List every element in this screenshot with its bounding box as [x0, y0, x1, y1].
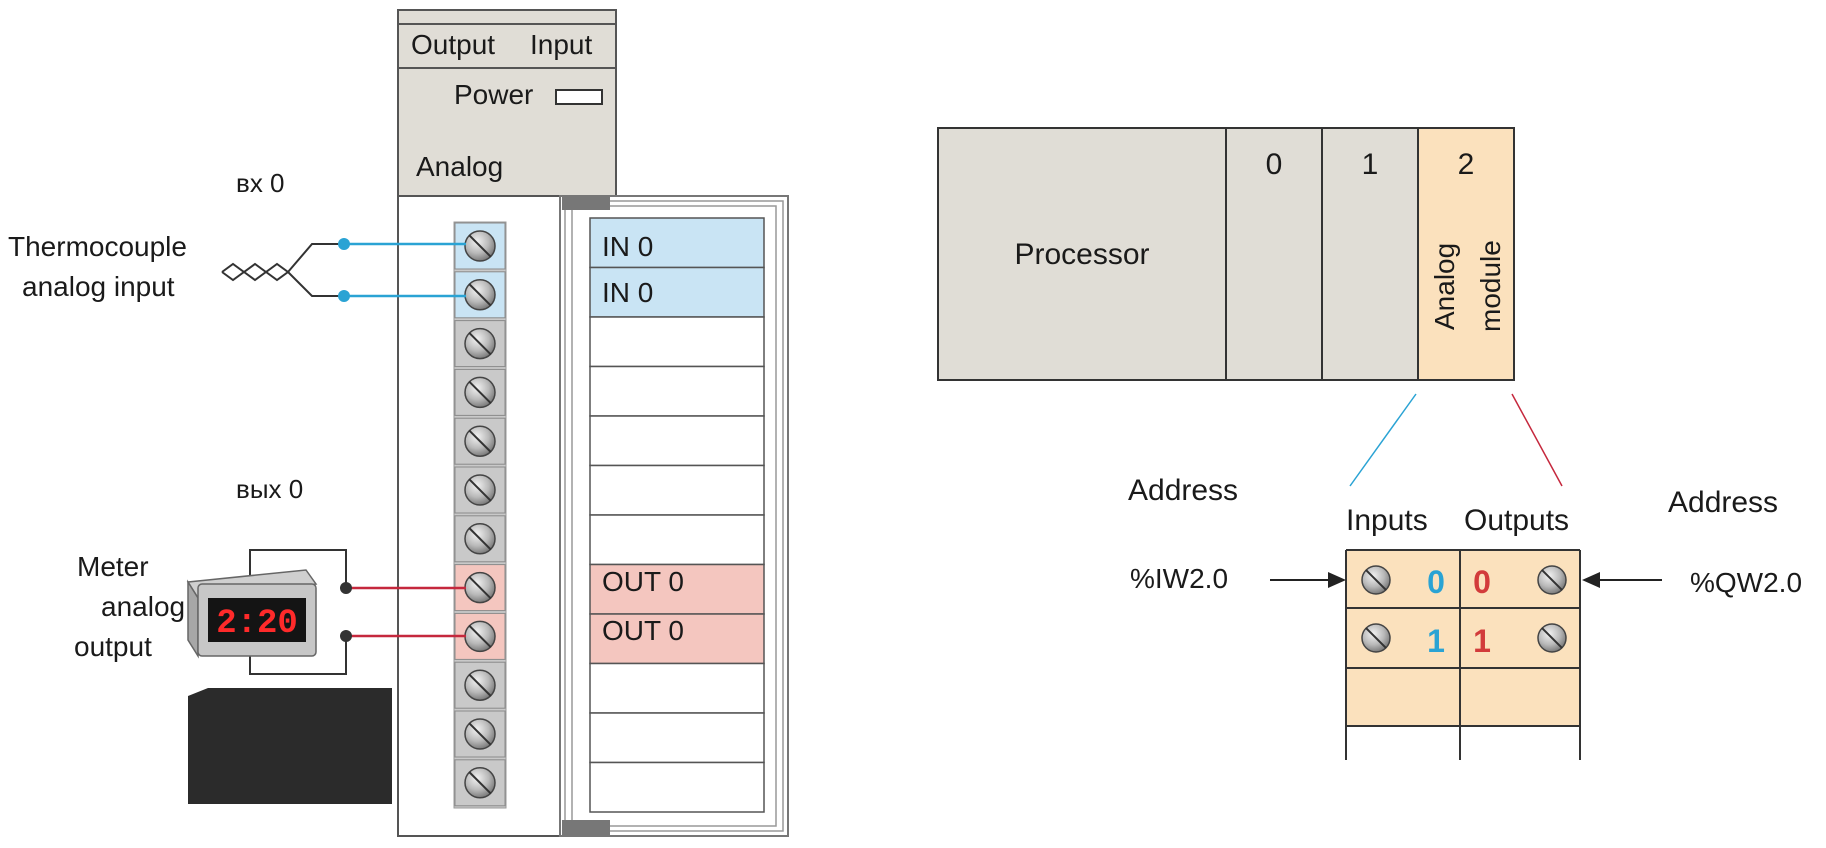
leader-outputs	[1511, 393, 1563, 487]
meter-label-line2: analog	[101, 591, 185, 622]
input-channel-label: вх 0	[236, 168, 285, 198]
processor-slot	[937, 127, 1227, 381]
slot-2-analog-module	[1417, 127, 1515, 381]
terminal-screw-6	[464, 523, 496, 555]
door-hinge-bottom	[562, 820, 610, 836]
terminal-screw-10	[464, 718, 496, 750]
terminal-screw-11	[464, 767, 496, 799]
label-in-0-a: IN 0	[602, 231, 653, 262]
table-output-screw-1	[1537, 623, 1567, 653]
slot-1	[1321, 127, 1419, 381]
label-out-0-a: OUT 0	[602, 566, 684, 597]
slot-2-number: 2	[1458, 148, 1475, 181]
plc-rack: Processor 0 1 2 Analog module	[937, 127, 1563, 487]
address-right-label: Address	[1668, 486, 1778, 519]
terminal-screw-5	[464, 474, 496, 506]
table-input-screw-1	[1361, 623, 1391, 653]
input-ch-1: 1	[1427, 623, 1445, 659]
label-slot-output-0	[589, 563, 765, 615]
label-slot-5	[589, 464, 765, 516]
terminal-screw-3	[464, 376, 496, 409]
output-ch-0: 0	[1473, 564, 1491, 600]
power-label: Power	[454, 79, 533, 110]
slot-0-number: 0	[1266, 148, 1283, 181]
analog-module-label-line2: module	[1475, 240, 1506, 332]
thermocouple-label-line1: Thermocouple	[8, 231, 187, 262]
label-slot-input-0	[589, 217, 765, 269]
thermocouple-label-line2: analog input	[22, 271, 175, 302]
label-in-0-b: IN 0	[602, 277, 653, 308]
input-wiring: вх 0 Thermocouple analog input	[8, 168, 466, 302]
address-left-label: Address	[1128, 474, 1238, 507]
label-slot-10	[589, 712, 765, 764]
terminal-strip	[453, 221, 507, 809]
inputs-header: Inputs	[1346, 504, 1428, 537]
input-terminal-screw-1	[464, 279, 496, 311]
label-slot-4	[589, 415, 765, 467]
label-slot-input-1	[589, 266, 765, 318]
input-address: %IW2.0	[1130, 563, 1228, 594]
input-ch-0: 0	[1427, 564, 1445, 600]
module-header-input: Input	[530, 29, 592, 60]
terminal-screw-4	[464, 425, 496, 457]
analog-module: Output Input Power Analog IN 0 IN 0 OUT …	[397, 9, 789, 837]
leader-inputs	[1349, 393, 1417, 487]
label-slot-6	[589, 514, 765, 566]
door-hinge-top	[562, 196, 610, 210]
slot-0	[1225, 127, 1323, 381]
module-name: Analog	[416, 151, 503, 182]
label-slot-3	[589, 365, 765, 417]
meter-display-value: 2:20	[216, 605, 298, 643]
output-wiring: вых 0 Meter analog output 2:20	[74, 474, 466, 804]
label-slot-output-1	[589, 613, 765, 665]
terminal-screw-2	[464, 327, 496, 360]
label-out-0-b: OUT 0	[602, 615, 684, 646]
outputs-header: Outputs	[1464, 504, 1569, 537]
label-slot-2	[589, 316, 765, 368]
output-ch-1: 1	[1473, 623, 1491, 659]
label-slot-11	[589, 761, 765, 813]
meter-device: 2:20	[186, 569, 318, 659]
slot-1-number: 1	[1362, 148, 1379, 181]
processor-label: Processor	[1014, 238, 1149, 271]
output-terminal-screw-1	[464, 620, 496, 653]
label-slot-9	[589, 662, 765, 714]
table-input-screw-0	[1361, 565, 1391, 595]
module-header-output: Output	[411, 29, 495, 60]
output-channel-label: вых 0	[236, 474, 303, 504]
terminal-screw-9	[464, 669, 496, 701]
analog-module-label-line1: Analog	[1429, 243, 1460, 330]
meter-base	[188, 688, 392, 804]
address-table: Address Address Inputs Outputs 0 1 0 1 %…	[1128, 474, 1802, 760]
output-address: %QW2.0	[1690, 567, 1802, 598]
power-led	[555, 89, 603, 105]
input-terminal-screw-0	[464, 230, 496, 262]
meter-label-line3: output	[74, 631, 152, 662]
meter-screen	[208, 598, 306, 642]
output-terminal-screw-0	[464, 571, 496, 604]
table-output-screw-0	[1537, 565, 1567, 595]
meter-label-line1: Meter	[77, 551, 149, 582]
thermocouple-icon	[221, 262, 290, 282]
